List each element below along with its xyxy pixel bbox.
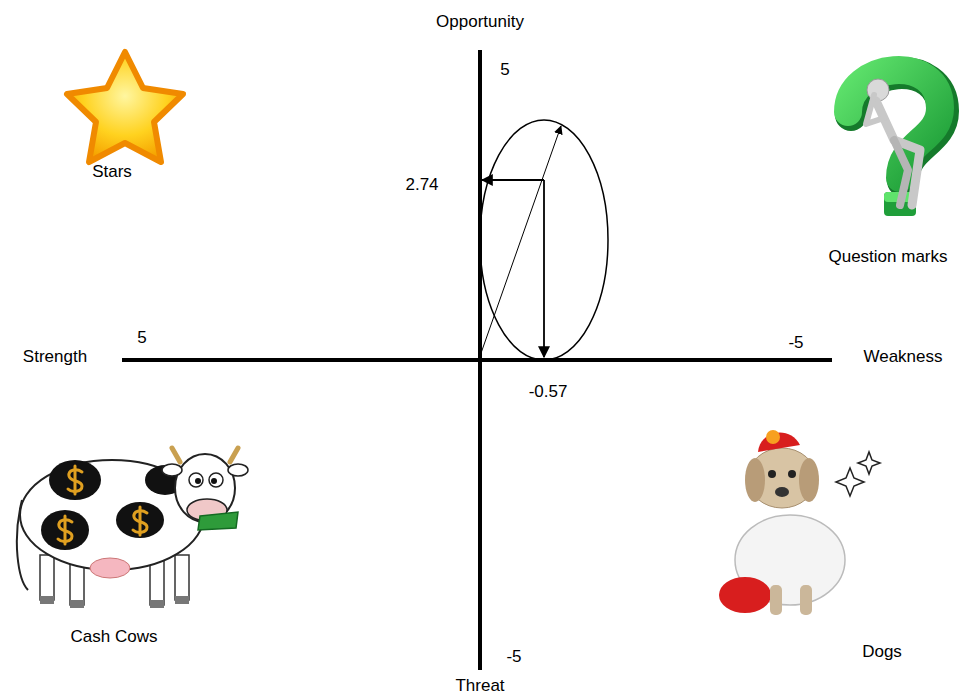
- dog-icon: [719, 430, 880, 615]
- cash-cow-icon: [17, 448, 248, 608]
- quadrant-label: Dogs: [862, 643, 902, 662]
- star-icon: [67, 52, 183, 162]
- axis-title: Opportunity: [436, 13, 524, 32]
- quadrant-label: Stars: [92, 163, 132, 182]
- axis-title: Weakness: [863, 348, 942, 367]
- axis-value: 2.74: [405, 176, 438, 195]
- quadrant-label: Question marks: [828, 248, 947, 267]
- axis-title: Threat: [455, 677, 504, 696]
- ellipse-outline: [480, 120, 608, 360]
- opportunity-arrow: [482, 179, 544, 181]
- position-ellipse: [480, 120, 608, 360]
- quadrant-label: Cash Cows: [71, 628, 158, 647]
- axis-value: 5: [137, 329, 146, 348]
- axis-value: -5: [506, 648, 521, 667]
- axis-value: -0.57: [529, 383, 568, 402]
- axis-title: Strength: [23, 348, 87, 367]
- weakness-arrow: [543, 180, 545, 357]
- axis-value: 5: [500, 61, 509, 80]
- axes: [122, 50, 832, 670]
- question-mark-icon: [848, 70, 943, 216]
- axis-value: -5: [788, 334, 803, 353]
- vector-arrow: [480, 126, 561, 356]
- horizontal-axis: [122, 358, 832, 362]
